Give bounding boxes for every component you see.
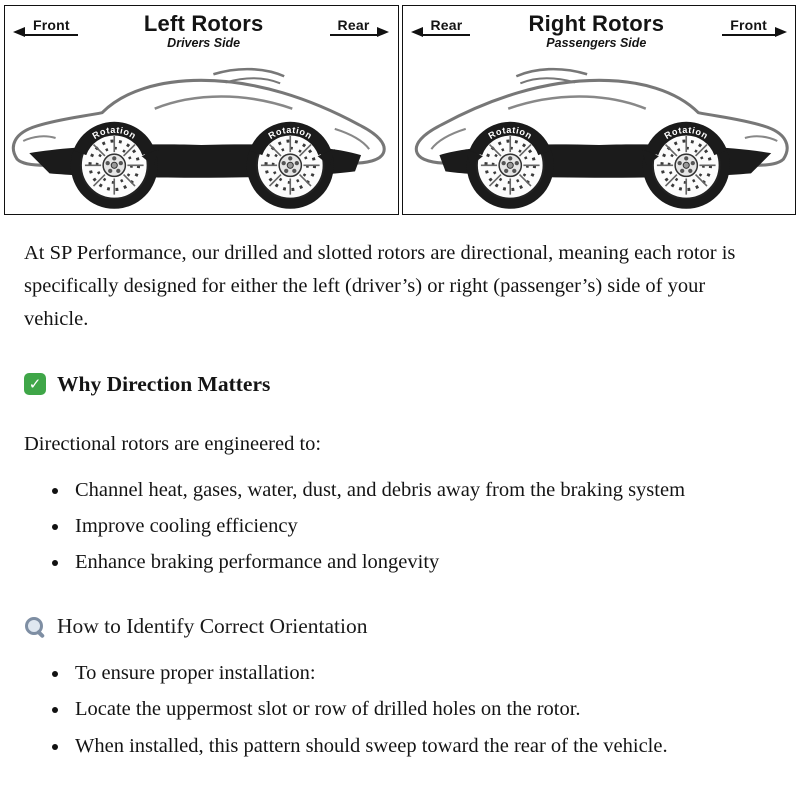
panel-subtitle: Passengers Side (546, 36, 647, 51)
front-label: Front (25, 17, 78, 36)
rear-label: Rear (329, 17, 378, 36)
check-mark-icon: ✓ (24, 373, 46, 396)
arrow-right-icon (377, 26, 390, 37)
article-body: At SP Performance, our drilled and slott… (0, 215, 800, 792)
right-panel-titles: Right Rotors Passengers Side (529, 12, 665, 50)
section1-heading-text: Why Direction Matters (57, 371, 271, 396)
section2-bullet-list: To ensure proper installation: Locate th… (24, 657, 770, 763)
left-car-illustration (11, 67, 386, 211)
list-item: Channel heat, gases, water, dust, and de… (70, 474, 770, 507)
intro-paragraph: At SP Performance, our drilled and slott… (24, 242, 736, 331)
section1-lead: Directional rotors are engineered to: (24, 432, 322, 455)
left-panel-header: Front Left Rotors Drivers Side Rear (5, 6, 398, 50)
list-item: To ensure proper installation: (70, 657, 770, 690)
rear-label: Rear (422, 17, 471, 36)
left-panel-titles: Left Rotors Drivers Side (144, 12, 264, 50)
section2-heading-text: How to Identify Correct Orientation (57, 614, 368, 639)
panel-title: Left Rotors (143, 11, 264, 36)
list-item: Locate the uppermost slot or row of dril… (70, 693, 770, 726)
list-item: Enhance braking performance and longevit… (70, 546, 770, 579)
panel-title: Right Rotors (528, 11, 665, 36)
list-item: Improve cooling efficiency (70, 510, 770, 543)
rear-direction-arrow: Rear (410, 17, 471, 37)
magnifier-handle (35, 629, 46, 639)
section-heading-identify-orientation: How to Identify Correct Orientation (24, 609, 770, 644)
list-item: When installed, this pattern should swee… (70, 730, 770, 763)
right-panel-header: Rear Right Rotors Passengers Side Front (403, 6, 796, 50)
front-label: Front (722, 17, 775, 36)
arrow-left-icon (13, 26, 25, 37)
rear-direction-arrow: Rear (329, 17, 390, 37)
rotor-direction-diagram: Front Left Rotors Drivers Side Rear (0, 0, 800, 216)
section-heading-why-direction-matters: ✓ Why Direction Matters (24, 367, 770, 402)
arrow-right-icon (775, 26, 787, 37)
left-rotors-panel: Front Left Rotors Drivers Side Rear (4, 5, 399, 216)
magnifier-icon (24, 616, 46, 639)
right-car-illustration (414, 67, 789, 211)
front-direction-arrow: Front (13, 17, 78, 37)
right-rotors-panel: Rear Right Rotors Passengers Side Front (401, 5, 796, 216)
arrow-left-icon (410, 26, 423, 37)
front-direction-arrow: Front (722, 17, 787, 37)
section1-bullet-list: Channel heat, gases, water, dust, and de… (24, 474, 770, 580)
panel-subtitle: Drivers Side (167, 36, 241, 51)
